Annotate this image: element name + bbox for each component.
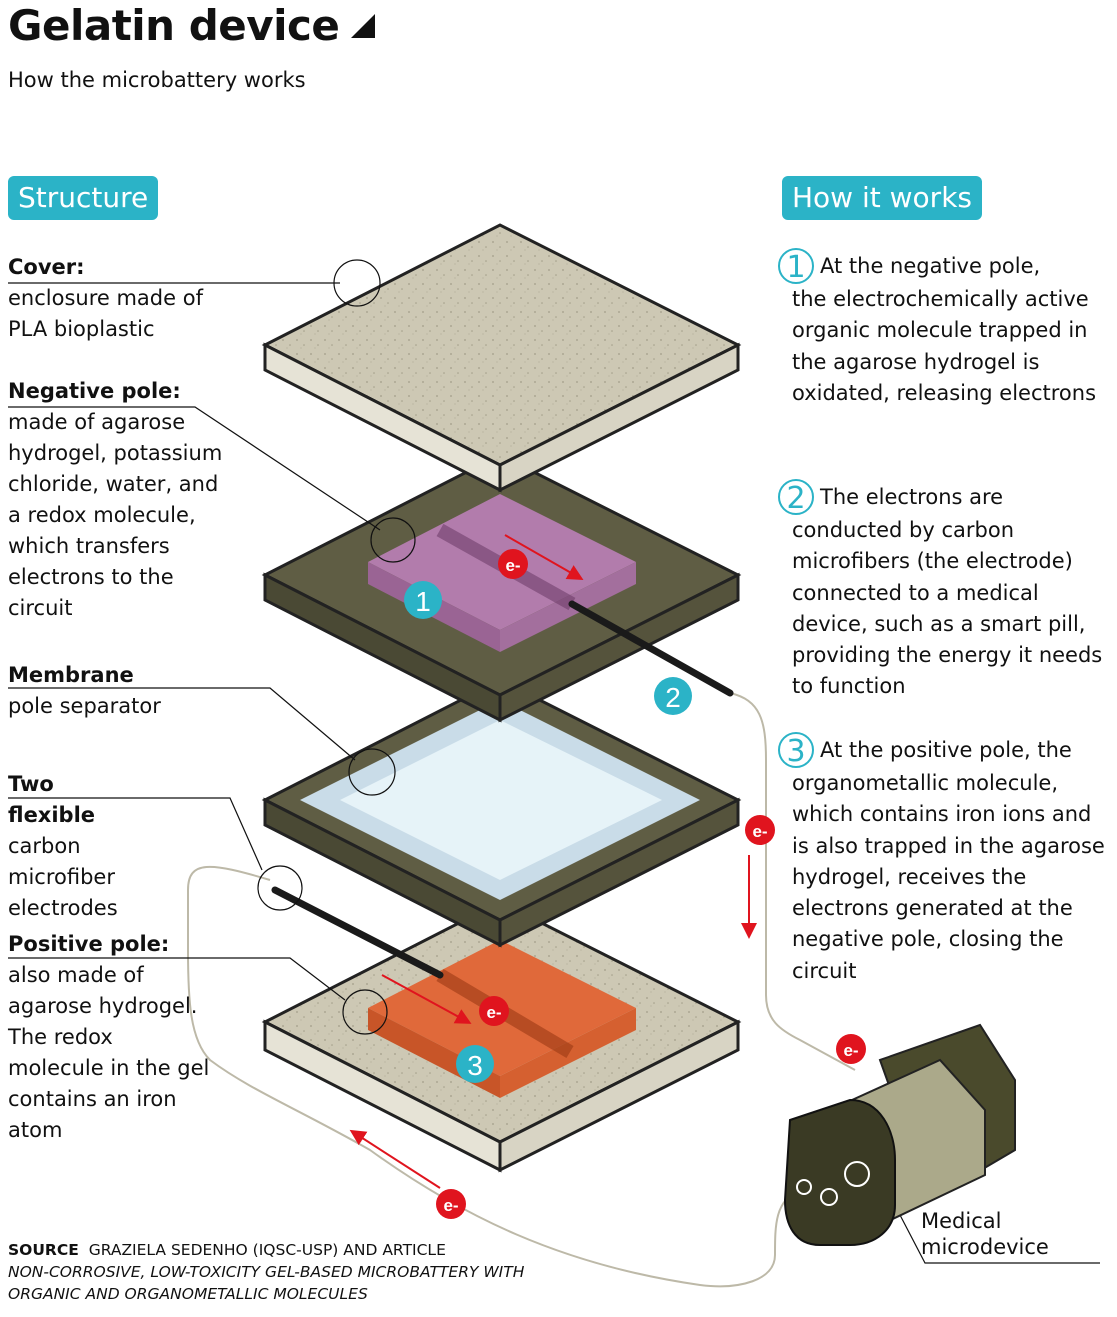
svg-text:e-: e- bbox=[752, 822, 767, 841]
flow-arrow-negative bbox=[504, 534, 584, 580]
how-step-2-first: The electrons are bbox=[820, 485, 1004, 509]
electron-badge-1: e- bbox=[498, 549, 528, 579]
membrane-plate bbox=[261, 678, 742, 948]
cover-plate bbox=[261, 223, 742, 493]
label-membrane-text: pole separator bbox=[8, 694, 161, 718]
step-marker-3: 3 bbox=[456, 1045, 494, 1083]
label-positive-pole: Positive pole: also made of agarose hydr… bbox=[8, 929, 213, 1146]
electron-badge-5: e- bbox=[436, 1189, 466, 1219]
flow-arrow-return bbox=[349, 1129, 441, 1189]
step-marker-2: 2 bbox=[654, 677, 692, 715]
label-electrodes-text: carbon microfiber electrodes bbox=[8, 834, 118, 920]
leader-lines bbox=[8, 259, 1100, 1264]
electron-badge-3: e- bbox=[479, 996, 509, 1026]
svg-text:e-: e- bbox=[443, 1196, 458, 1215]
label-negative-pole-text: made of agarose hydrogel, potassium chlo… bbox=[8, 410, 223, 620]
label-cover: Cover: enclosure made of PLA bioplastic bbox=[8, 252, 248, 345]
svg-text:3: 3 bbox=[467, 1050, 483, 1081]
source-text: GRAZIELA SEDENHO (IQSC-USP) AND ARTICLE bbox=[88, 1241, 446, 1259]
negative-electrode bbox=[568, 600, 734, 697]
positive-plate bbox=[261, 900, 742, 1173]
svg-text:e-: e- bbox=[505, 556, 520, 575]
label-cover-text: enclosure made of PLA bioplastic bbox=[8, 286, 203, 341]
how-step-3-rest: organometallic molecule, which contains … bbox=[792, 771, 1105, 983]
how-step-1-rest: the electrochemically active organic mol… bbox=[792, 287, 1097, 405]
flow-arrow-positive bbox=[381, 974, 472, 1024]
source-credit: SOURCE GRAZIELA SEDENHO (IQSC-USP) AND A… bbox=[8, 1239, 528, 1305]
svg-text:e-: e- bbox=[486, 1003, 501, 1022]
how-step-1-first: At the negative pole, bbox=[820, 254, 1041, 278]
medical-microdevice bbox=[783, 1023, 1016, 1246]
label-negative-pole: Negative pole: made of agarose hydrogel,… bbox=[8, 376, 233, 624]
svg-text:1: 1 bbox=[415, 586, 431, 617]
how-it-works-pill: How it works bbox=[782, 176, 982, 220]
electron-badge-4: e- bbox=[836, 1034, 866, 1064]
label-negative-pole-heading: Negative pole: bbox=[8, 379, 181, 403]
label-cover-heading: Cover: bbox=[8, 255, 85, 279]
how-step-3-first: At the positive pole, the bbox=[820, 738, 1072, 762]
how-step-2-rest: conducted by carbon microfibers (the ele… bbox=[792, 518, 1103, 699]
label-electrodes-heading: Two flexible bbox=[8, 772, 96, 827]
triangle-icon bbox=[351, 14, 376, 38]
circuit-wire-return bbox=[187, 865, 801, 1288]
step-number-1: 1 bbox=[778, 248, 814, 285]
circuit-wire-stroke bbox=[729, 692, 856, 1071]
page-title: Gelatin device bbox=[8, 0, 376, 52]
svg-text:e-: e- bbox=[843, 1041, 858, 1060]
step-marker-1: 1 bbox=[404, 581, 442, 619]
label-membrane: Membrane pole separator bbox=[8, 660, 248, 722]
source-article: NON-CORROSIVE, LOW-TOXICITY GEL-BASED MI… bbox=[8, 1263, 525, 1303]
positive-electrode bbox=[271, 886, 444, 979]
electron-badge-2: e- bbox=[745, 815, 775, 845]
label-positive-pole-text: also made of agarose hydrogel. The redox… bbox=[8, 963, 210, 1142]
label-positive-pole-heading: Positive pole: bbox=[8, 932, 170, 956]
label-electrodes: Two flexible carbon microfiber electrode… bbox=[8, 769, 143, 924]
svg-text:2: 2 bbox=[665, 682, 681, 713]
label-membrane-heading: Membrane bbox=[8, 663, 134, 687]
step-number-3: 3 bbox=[778, 732, 814, 769]
page-subtitle: How the microbattery works bbox=[8, 68, 306, 92]
structure-pill: Structure bbox=[8, 176, 159, 220]
source-label: SOURCE bbox=[8, 1241, 79, 1259]
step-number-2: 2 bbox=[778, 479, 814, 516]
device-label: Medical microdevice bbox=[921, 1209, 1049, 1259]
